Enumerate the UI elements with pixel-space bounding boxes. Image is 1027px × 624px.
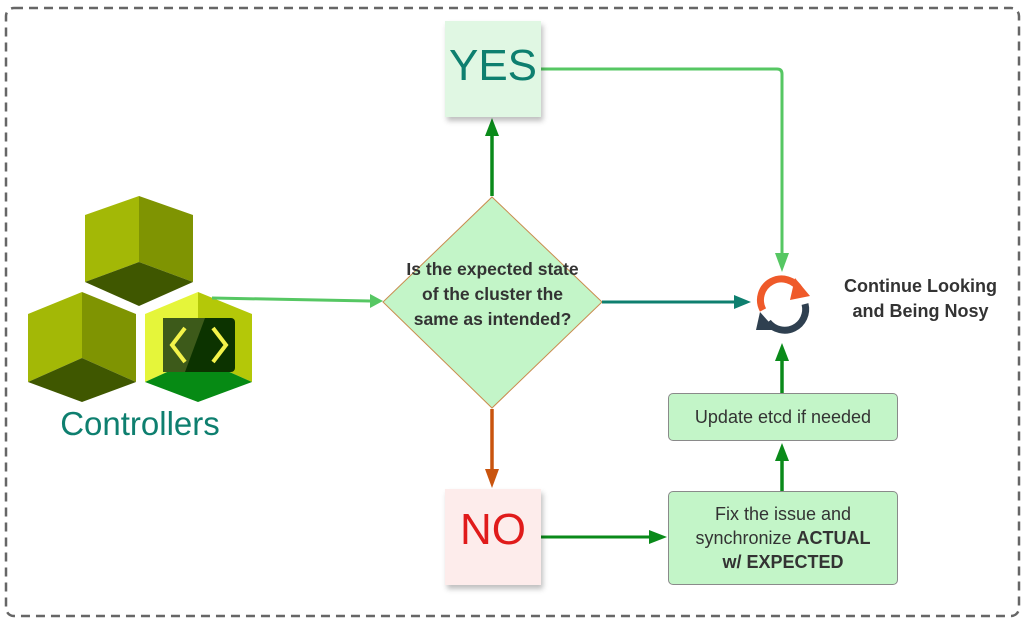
decision-text: Is the expected state of the cluster the…	[406, 259, 579, 329]
arrow-controllers-to-decision	[211, 296, 371, 303]
update-etcd-box: Update etcd if needed	[668, 393, 898, 441]
cube-left-icon	[28, 292, 136, 402]
fix-line-2-prefix: synchronize	[695, 528, 797, 548]
arrowhead-icon	[775, 443, 789, 461]
decision-diamond	[382, 196, 603, 409]
arrowhead-icon	[734, 295, 751, 309]
cube-code-icon	[145, 292, 252, 402]
controllers-icon	[28, 196, 252, 402]
continue-label: Continue Looking and Being Nosy	[844, 276, 997, 321]
arrowhead-icon	[775, 253, 789, 272]
arrowhead-icon	[485, 469, 499, 488]
arrow-yes-to-continue	[541, 67, 784, 254]
fix-line-2: synchronize ACTUAL	[695, 526, 870, 550]
fix-line-2-bold: ACTUAL	[796, 528, 871, 548]
dashed-frame	[4, 6, 1021, 618]
fix-issue-box: Fix the issue and synchronize ACTUAL w/ …	[668, 491, 898, 585]
yes-label: YES	[448, 41, 538, 90]
arrowhead-icon	[775, 343, 789, 361]
fix-line-1: Fix the issue and	[714, 504, 852, 524]
refresh-icon	[756, 275, 810, 334]
fix-line-3-bold: w/ EXPECTED	[722, 552, 844, 572]
cube-top-icon	[85, 196, 193, 306]
arrowhead-icon	[649, 530, 667, 544]
controllers-label: Controllers	[60, 405, 220, 442]
arrowhead-icon	[370, 294, 383, 308]
arrowhead-icon	[485, 118, 499, 136]
update-etcd-text: Update etcd if needed	[694, 407, 872, 427]
no-note: NO	[445, 489, 541, 585]
fix-line-3: w/ EXPECTED	[722, 550, 843, 574]
no-label: NO	[460, 505, 526, 554]
yes-note: YES	[445, 21, 541, 117]
